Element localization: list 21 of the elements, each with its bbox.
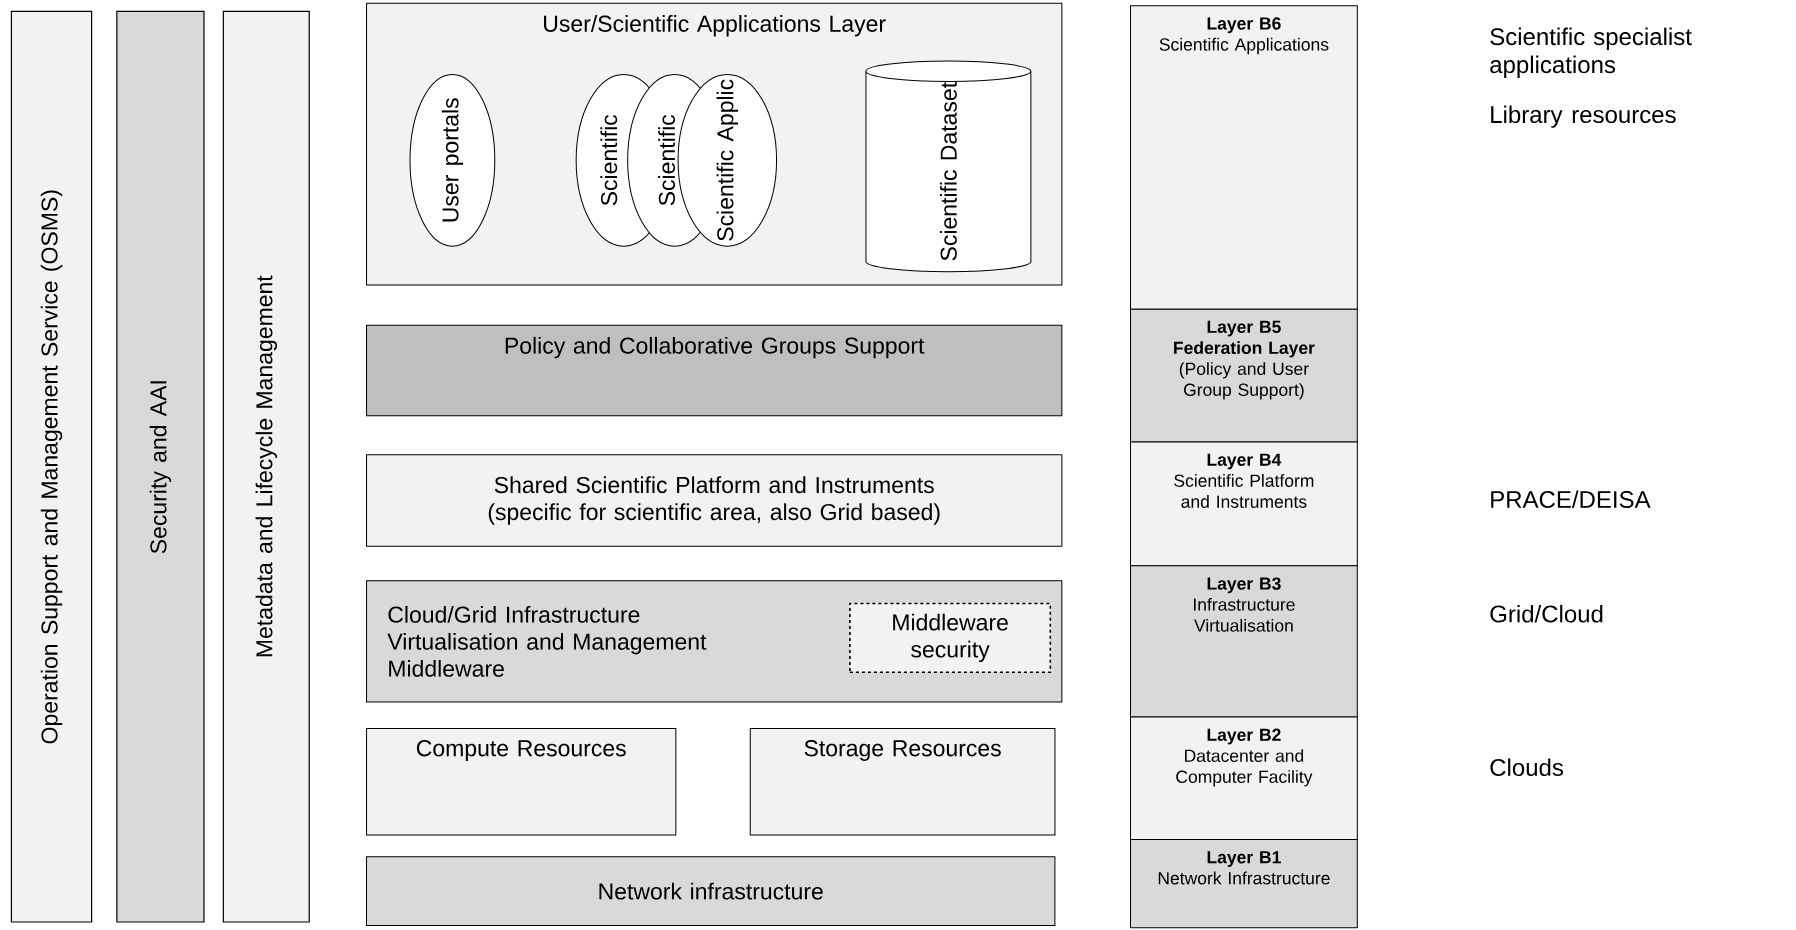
layer-box: Shared Scientific Platform and Instruments (specific for scientific area, also Grid based)	[366, 454, 1063, 547]
dashed-box: Middleware security	[849, 602, 1052, 674]
layer-box: Policy and Collaborative Groups Support	[366, 324, 1063, 417]
side-label: Library resources	[1491, 105, 1676, 128]
resource-box: Compute Resources	[366, 727, 677, 836]
resource-box: Storage Resources	[749, 727, 1056, 836]
layer-cell: Layer B6 Scientific Applications	[1130, 5, 1358, 310]
side-label: Clouds	[1490, 758, 1564, 776]
layer-cell: Layer B2 Datacenter and Computer Facility	[1130, 716, 1358, 840]
layer-box: Network infrastructure	[366, 856, 1056, 926]
column-bar: Metadata and Lifecycle Management	[222, 10, 310, 923]
column-bar: Security and AAI	[116, 10, 205, 923]
layer-cell: Layer B4 Scientific Platform and Instruments	[1130, 441, 1358, 567]
side-label: Grid/Cloud	[1490, 604, 1603, 623]
layer-cell: Layer B5 Federation Layer (Policy and User Group Support)	[1130, 308, 1358, 443]
cylinder: Scientific Dataset	[865, 60, 1032, 273]
layer-cell: Layer B1 Network Infrastructure	[1130, 839, 1358, 929]
column-bar: Operation Support and Management Service (OSMS)	[10, 10, 93, 923]
layer-cell: Layer B3 Infrastructure Virtualisation	[1130, 565, 1358, 718]
side-label: PRACE/DEISA	[1491, 490, 1651, 508]
side-label: Scientific specialist applications	[1490, 27, 1692, 78]
